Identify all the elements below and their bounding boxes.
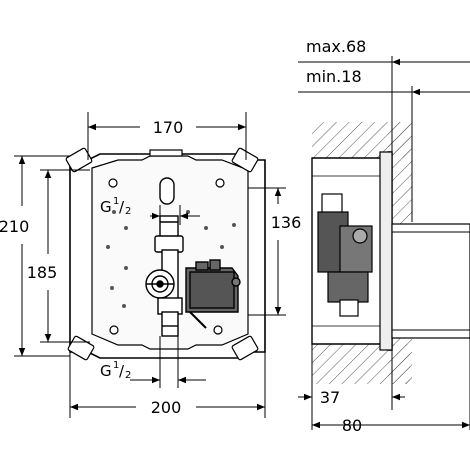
slot-opening <box>159 177 175 205</box>
dim-side-depth-small: 37 <box>320 388 340 407</box>
electronics-module <box>185 259 241 329</box>
front-dimensions <box>14 112 286 418</box>
valve-cap <box>145 269 175 299</box>
dim-bottom-width: 200 <box>151 398 182 417</box>
dim-side-depth-total: 80 <box>342 416 362 435</box>
connection-top-num: 1 <box>113 196 119 207</box>
cover-plate <box>379 151 393 351</box>
top-tab <box>149 149 183 157</box>
connection-bottom-letter: G <box>100 362 112 380</box>
connection-label-top: G 1 / 2 <box>100 196 131 217</box>
connection-bottom-den: 2 <box>125 370 131 381</box>
side-dimensions <box>298 56 470 430</box>
connection-bottom-num: 1 <box>113 360 119 371</box>
dim-max-depth: max.68 <box>306 37 366 56</box>
dim-total-height: 210 <box>0 217 29 236</box>
front-view <box>65 147 266 361</box>
dim-right-height: 136 <box>271 213 302 232</box>
pipe-stub <box>391 223 470 339</box>
connection-top-letter: G <box>100 198 112 216</box>
bottom-outlet <box>157 297 183 337</box>
dim-inner-height: 185 <box>27 263 58 282</box>
connection-top-den: 2 <box>125 206 131 217</box>
connection-bottom-slash: / <box>119 362 125 380</box>
side-view <box>311 122 470 384</box>
top-valve <box>154 215 184 253</box>
connection-top-slash: / <box>119 198 125 216</box>
dim-min-depth: min.18 <box>306 67 362 86</box>
wall-backing-right <box>412 122 416 222</box>
side-valve <box>317 193 373 317</box>
dim-top-width: 170 <box>153 118 184 137</box>
connection-label-bottom: G 1 / 2 <box>100 360 131 381</box>
mounting-holes <box>108 178 225 335</box>
